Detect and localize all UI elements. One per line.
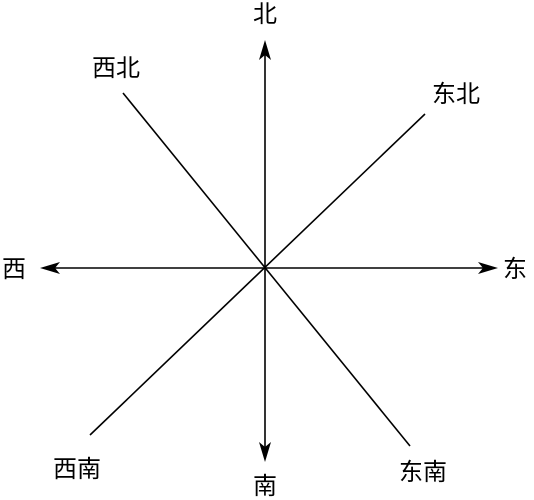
label-northeast: 东北 <box>432 80 480 108</box>
label-north: 北 <box>253 0 277 28</box>
label-east: 东 <box>503 255 527 283</box>
east-arrowhead <box>478 262 498 274</box>
label-southeast: 东南 <box>399 458 447 486</box>
label-northwest: 西北 <box>92 54 140 82</box>
label-west: 西 <box>2 255 26 283</box>
northeast-southwest-line <box>89 113 426 436</box>
west-arrowhead <box>40 262 60 274</box>
label-southwest: 西南 <box>53 455 101 483</box>
south-arrowhead <box>259 442 271 462</box>
northwest-southeast-line <box>122 92 411 447</box>
label-south: 南 <box>253 472 277 500</box>
north-arrowhead <box>259 40 271 60</box>
